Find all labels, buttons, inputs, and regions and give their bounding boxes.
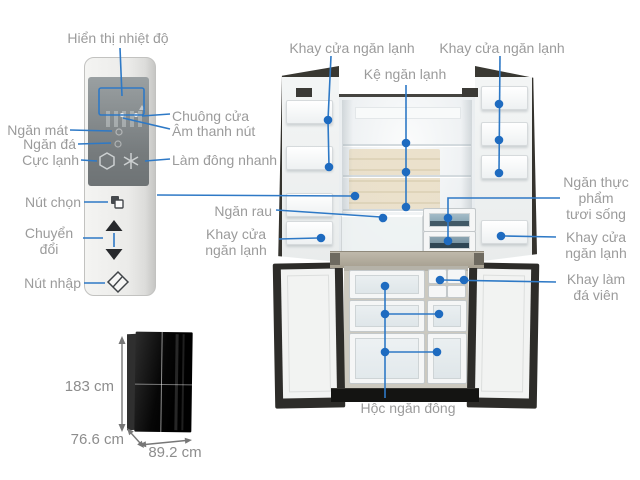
callout-label-toggle-button: Chuyển đổi bbox=[24, 225, 74, 257]
snowflake-icon bbox=[123, 153, 139, 169]
door-tray bbox=[286, 221, 333, 245]
cool-indicator-icon bbox=[115, 128, 123, 136]
upper-right-door bbox=[475, 66, 537, 262]
freezer-bay-top bbox=[344, 266, 468, 271]
freezer-drawer-bottom bbox=[349, 333, 425, 384]
door-top-edge bbox=[278, 66, 339, 77]
interior-wall bbox=[461, 100, 472, 254]
enter-button-icon bbox=[106, 270, 130, 294]
dimension-depth: 76.6 cm bbox=[70, 431, 124, 448]
callout-label-vegetable-drawer: Ngăn rau bbox=[214, 203, 272, 219]
callout-label-door-tray-top-right: Khay cửa ngăn lạnh bbox=[439, 40, 565, 56]
door-tray bbox=[481, 86, 528, 110]
callout-label-button-sound: Âm thanh nút bbox=[172, 123, 256, 139]
triangle-up-icon bbox=[105, 220, 123, 231]
hexagon-icon bbox=[99, 152, 115, 170]
freeze-indicator-icon bbox=[114, 140, 122, 148]
callout-label-door-chime: Chuông cửa bbox=[172, 108, 250, 124]
callout-label-freezer-drawer: Hộc ngăn đông bbox=[360, 400, 456, 416]
callout-label-door-tray-right: Khay cửa ngăn lạnh bbox=[565, 229, 627, 261]
door-tray bbox=[481, 155, 528, 179]
callout-label-extra-cold: Cực lạnh bbox=[22, 152, 79, 168]
divider-end bbox=[330, 253, 340, 265]
callout-label-quick-freeze: Làm đông nhanh bbox=[172, 152, 278, 168]
callout-label-ice-cube-tray: Khay làm đá viên bbox=[566, 271, 626, 303]
callout-label-temperature-display: Hiển thị nhiệt độ bbox=[67, 30, 169, 46]
door-hinge bbox=[296, 88, 312, 97]
callout-label-cool-compartment: Ngăn mát bbox=[7, 122, 68, 138]
freezer-drawer-top bbox=[349, 270, 425, 299]
ice-tray-lower bbox=[428, 285, 447, 298]
callout-label-select-button: Nút chọn bbox=[24, 194, 81, 210]
freezer-drawer-bottom-right bbox=[427, 333, 467, 384]
divider-end bbox=[474, 253, 484, 265]
callout-label-enter-button: Nút nhập bbox=[24, 275, 81, 291]
callout-label-fresh-food-compartment: Ngăn thực phẩm tươi sống bbox=[563, 174, 629, 222]
callout-label-fridge-shelf: Kệ ngăn lạnh bbox=[363, 66, 447, 82]
fridge-base bbox=[331, 388, 479, 402]
select-button-icon bbox=[111, 196, 124, 209]
door-tray bbox=[481, 122, 528, 146]
ice-tray-lower bbox=[447, 285, 466, 298]
panel-icons bbox=[99, 105, 145, 294]
interior-wall bbox=[342, 100, 353, 254]
triangle-down-icon bbox=[105, 249, 123, 260]
panel-display-screen bbox=[88, 77, 149, 186]
callout-label-door-tray-left: Khay cửa ngăn lạnh bbox=[205, 226, 267, 258]
callout-lines bbox=[69, 47, 560, 398]
dimension-height: 183 cm bbox=[64, 378, 114, 395]
door-outer-edge bbox=[532, 66, 537, 262]
dimension-width: 89.2 cm bbox=[148, 444, 202, 461]
door-hinge bbox=[462, 88, 478, 97]
dimension-arrows bbox=[118, 336, 192, 448]
callout-label-freezer-compartment: Ngăn đá bbox=[23, 136, 76, 152]
center-divider bbox=[330, 251, 484, 268]
door-tray bbox=[481, 220, 528, 244]
interior-light bbox=[355, 107, 461, 119]
callout-label-door-tray-top-left: Khay cửa ngăn lạnh bbox=[289, 40, 415, 56]
stored-items bbox=[349, 149, 440, 211]
display-highlight-box bbox=[98, 87, 145, 116]
callout-dots bbox=[316, 99, 506, 357]
